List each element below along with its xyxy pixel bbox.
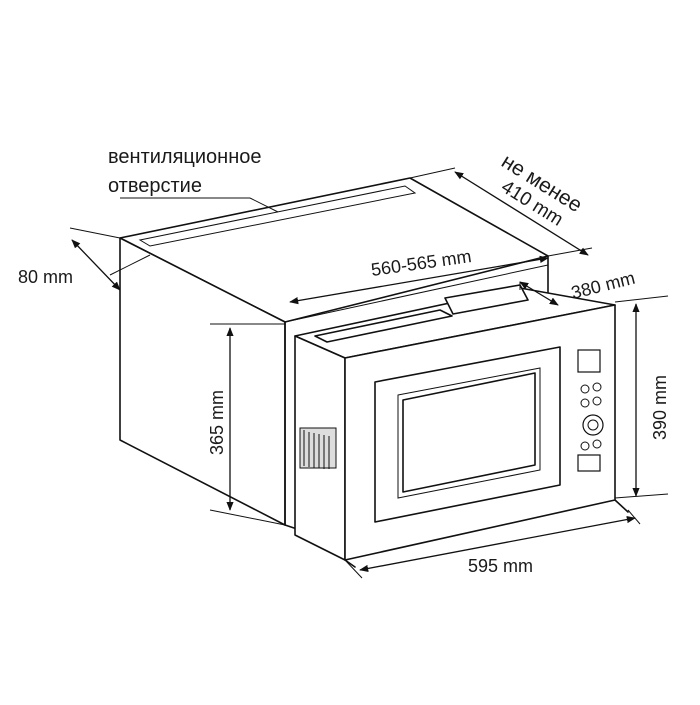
dim-390-label: 390 mm	[650, 375, 670, 440]
vent-label-line1: вентиляционное	[108, 146, 262, 168]
dim-380-label: 380 mm	[569, 268, 637, 303]
vent-label-line2: отверстие	[108, 175, 202, 197]
side-vent-grille	[299, 427, 337, 469]
microwave-oven	[294, 284, 629, 568]
dimension-lines	[69, 167, 669, 579]
control-panel	[577, 349, 604, 472]
dim-365-label: 365 mm	[207, 390, 227, 455]
dim-595-label: 595 mm	[468, 556, 533, 576]
dim-80-label: 80 mm	[18, 267, 73, 287]
